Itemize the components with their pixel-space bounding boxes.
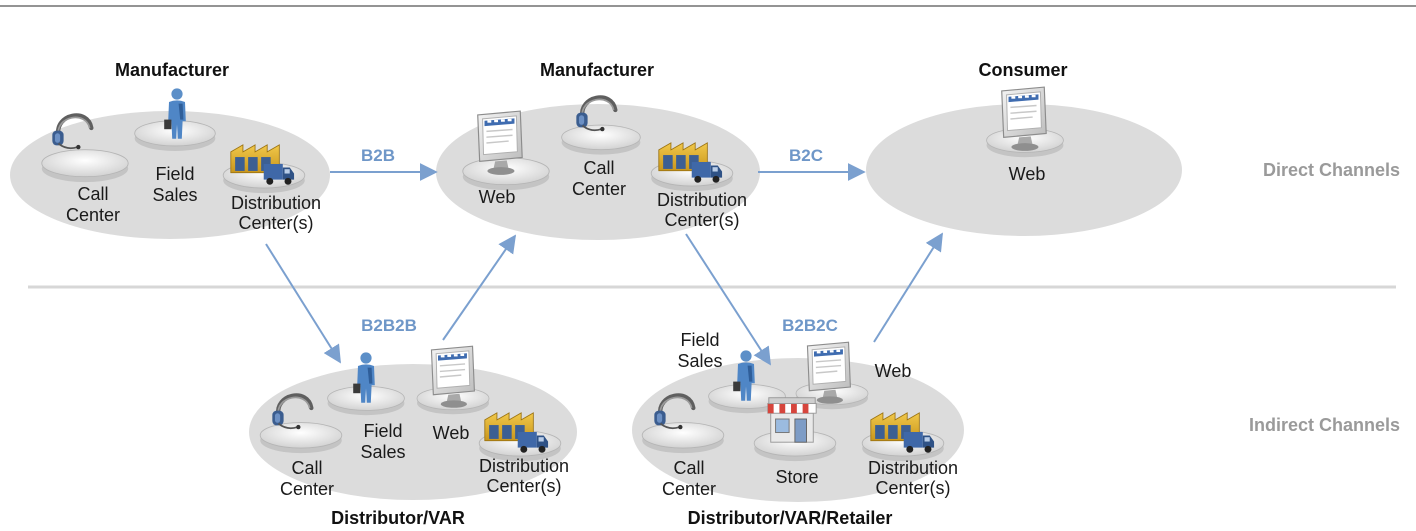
distribution-label-line1: Distribution (657, 190, 747, 210)
distributor-var-retailer-title: Distributor/VAR/Retailer (688, 508, 893, 528)
manufacturer-left-title: Manufacturer (115, 60, 229, 80)
arrow-to-distributor-var-retailer (685, 233, 771, 366)
consumer-group: Consumer Web (866, 60, 1182, 236)
call-center-label-line2: Center (280, 479, 334, 499)
field-sales-label-line1: Field (363, 421, 402, 441)
distributor-var-title: Distributor/VAR (331, 508, 465, 528)
call-center-label-line1: Call (291, 458, 322, 478)
manufacturer-left-group: Manufacturer Call Center Field Sales Dis… (10, 60, 330, 239)
call-center-label-line1: Call (77, 184, 108, 204)
distribution-label-line1: Distribution (479, 456, 569, 476)
platform-pad (259, 422, 343, 454)
field-sales-label-line2: Sales (360, 442, 405, 462)
web-label: Web (479, 187, 516, 207)
call-center-label-line2: Center (572, 179, 626, 199)
b2b2c-label: B2B2C (782, 316, 838, 335)
distribution-label-line2: Center(s) (486, 476, 561, 496)
distribution-label-line2: Center(s) (238, 213, 313, 233)
field-sales-label-line1: Field (155, 164, 194, 184)
platform-pad (41, 149, 129, 183)
flow-arrows (265, 163, 943, 366)
distribution-label-line2: Center(s) (875, 478, 950, 498)
b2b2b-label: B2B2B (361, 316, 417, 335)
call-center-label-line1: Call (673, 458, 704, 478)
distributor-var-group: Distributor/VAR Call Center Field Sales … (249, 345, 577, 528)
call-center-label-line1: Call (583, 158, 614, 178)
call-center-label-line2: Center (662, 479, 716, 499)
store-icon (767, 397, 817, 443)
distribution-label-line1: Distribution (231, 193, 321, 213)
platform-pad (327, 385, 405, 416)
call-center-label-line2: Center (66, 205, 120, 225)
indirect-channels-label: Indirect Channels (1249, 415, 1400, 435)
b2b-label: B2B (361, 146, 395, 165)
web-label: Web (433, 423, 470, 443)
arrow-to-manufacturer-center (442, 234, 517, 341)
arrow-to-consumer (873, 232, 943, 343)
manufacturer-left-platform (10, 111, 330, 239)
b2c-label: B2C (789, 146, 823, 165)
manufacturer-center-group: Manufacturer Web Call Center Distributio… (436, 60, 760, 240)
consumer-platform (866, 104, 1182, 236)
arrow-to-distributor-var (265, 243, 341, 364)
consumer-title: Consumer (978, 60, 1067, 80)
field-sales-label-line1: Field (680, 330, 719, 350)
store-label: Store (775, 467, 818, 487)
manufacturer-center-title: Manufacturer (540, 60, 654, 80)
web-label: Web (875, 361, 912, 381)
distributor-var-retailer-group: Distributor/VAR/Retailer Call Center Fie… (632, 330, 964, 528)
field-sales-label-line2: Sales (677, 351, 722, 371)
platform-pad (641, 422, 725, 454)
distribution-label-line2: Center(s) (664, 210, 739, 230)
distribution-label-line1: Distribution (868, 458, 958, 478)
field-sales-label-line2: Sales (152, 185, 197, 205)
direct-channels-label: Direct Channels (1263, 160, 1400, 180)
web-label: Web (1009, 164, 1046, 184)
